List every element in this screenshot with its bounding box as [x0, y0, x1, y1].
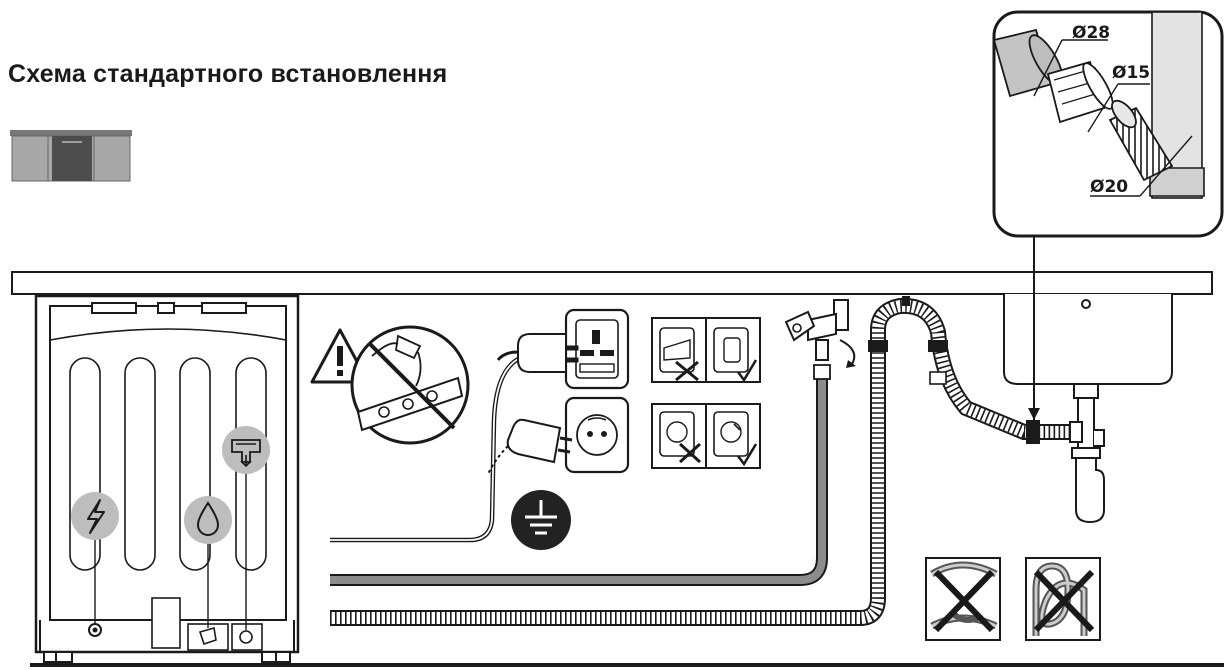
drain-icon [222, 426, 270, 474]
cross-mark-icon [1033, 569, 1095, 633]
cabinet-thumbnail [10, 130, 132, 182]
dishwasher-rear [34, 294, 300, 665]
countertop [11, 271, 1213, 295]
sink [1003, 294, 1173, 524]
dimension-label-d28: Ø28 [1072, 23, 1110, 43]
water-tap [784, 299, 856, 368]
schuko-socket [564, 396, 630, 474]
cross-mark-icon [678, 442, 702, 464]
no-extension-cord-icon [350, 325, 470, 445]
cross-mark-icon [933, 569, 995, 633]
water-connection-point [198, 626, 217, 646]
dimension-label-d20: Ø20 [1090, 177, 1128, 197]
dimension-label-d15: Ø15 [1112, 63, 1150, 83]
drain-connection-point [239, 630, 253, 644]
page-title: Схема стандартного встановлення [8, 60, 448, 88]
uk-plug [496, 333, 579, 373]
inlet-hose-nut [813, 364, 831, 380]
detail-callout: Ø28 Ø15 Ø20 [992, 10, 1224, 238]
drain-hose-clip-left [868, 340, 888, 352]
uk-plug-comparison [651, 317, 761, 383]
schuko-plug-comparison [651, 403, 761, 469]
uk-socket [564, 308, 630, 390]
drain-clamp [1026, 420, 1040, 444]
cross-mark-icon [675, 360, 699, 382]
lightning-bolt-icon [71, 492, 119, 540]
earth-ground-icon [511, 490, 571, 550]
water-drop-icon [184, 496, 232, 544]
check-mark-icon [737, 443, 758, 467]
check-mark-icon [737, 359, 758, 383]
dishwasher-door-thumbnail [52, 136, 92, 181]
schuko-plug [487, 418, 573, 475]
connection-leaders [94, 470, 247, 630]
